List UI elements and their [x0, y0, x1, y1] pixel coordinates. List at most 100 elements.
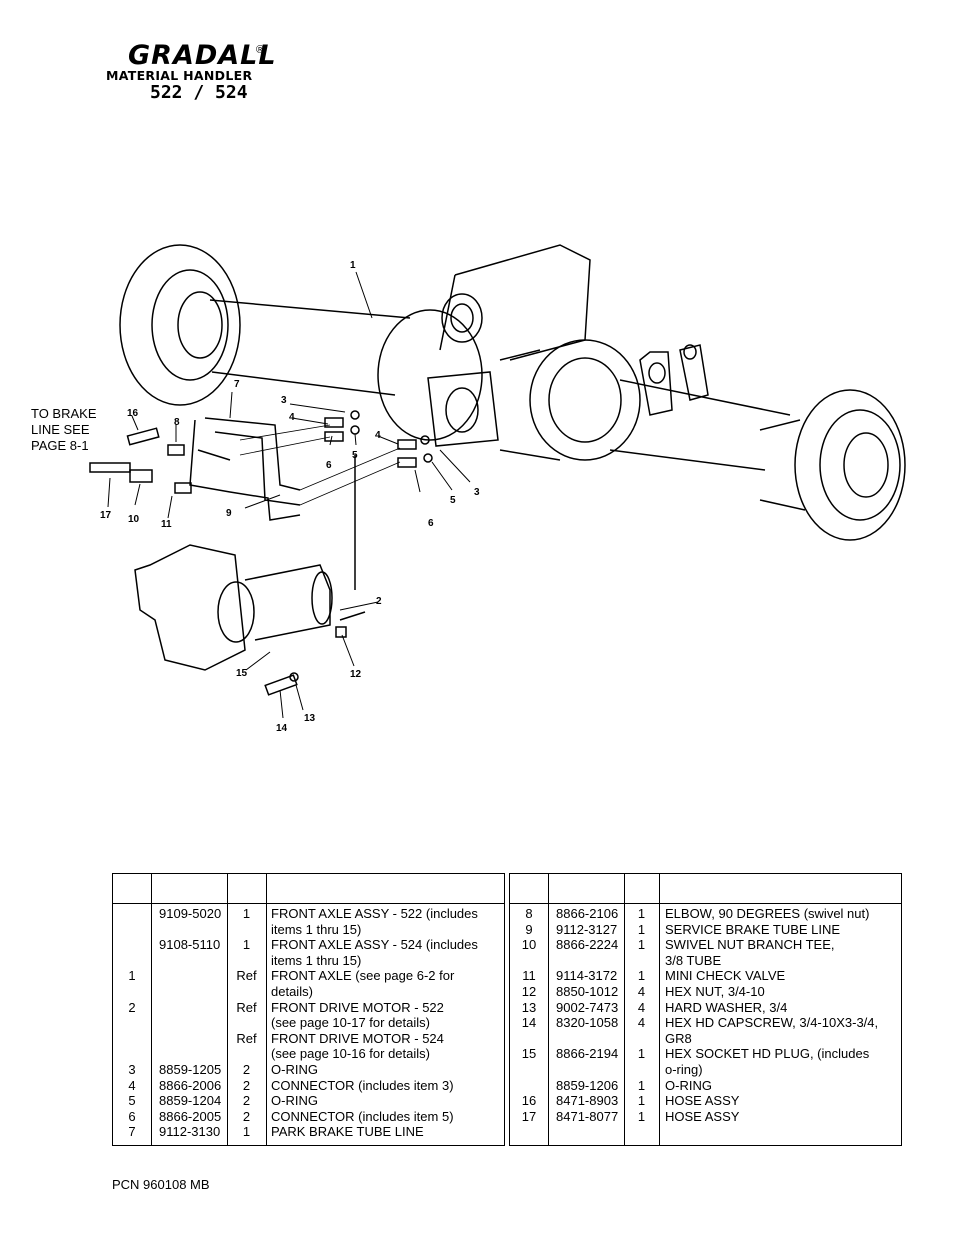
table-row: items 1 thru 15) — [113, 922, 504, 938]
callout-16: 16 — [127, 408, 139, 419]
product-line: MATERIAL HANDLER — [106, 68, 253, 83]
item-number-cell: 4 — [128, 1077, 136, 1093]
table-header-row — [510, 874, 901, 904]
description-cell: HARD WASHER, 3/4 — [665, 999, 788, 1015]
registered-mark: ® — [256, 44, 265, 56]
description-cell: items 1 thru 15) — [271, 952, 362, 968]
motor-mount-plate — [427, 371, 499, 447]
item-number-cell: 15 — [521, 1046, 537, 1062]
part-number-cell: 8866-2005 — [159, 1108, 222, 1124]
callout-11: 11 — [161, 519, 172, 530]
quantity-cell: 1 — [637, 1077, 646, 1093]
callout-17: 17 — [100, 510, 112, 521]
description-cell: O-RING — [271, 1061, 318, 1077]
table-row: 9109-5020 1 FRONT AXLE ASSY - 522 (include… — [113, 906, 504, 922]
description-cell: MINI CHECK VALVE — [665, 968, 786, 984]
description-cell: (see page 10-16 for details) — [271, 1046, 430, 1062]
callout-4b: 4 — [375, 430, 381, 441]
item-number-cell: 1 — [128, 968, 136, 984]
item-number-cell: 2 — [128, 999, 136, 1015]
quantity-cell: 1 — [637, 921, 646, 937]
callout-2: 2 — [376, 596, 382, 607]
part-number-cell: 9002-7473 — [556, 999, 619, 1015]
callout-6b: 6 — [428, 518, 434, 529]
description-cell: (see page 10-17 for details) — [271, 1015, 430, 1031]
model-numbers: 522 / 524 — [150, 82, 248, 103]
description-cell: PARK BRAKE TUBE LINE — [271, 1124, 424, 1140]
description-cell: FRONT DRIVE MOTOR - 524 — [271, 1030, 444, 1046]
description-cell: CONNECTOR (includes item 5) — [271, 1108, 454, 1124]
item-number-cell: 14 — [521, 1015, 537, 1031]
parts-rows-left: 9109-5020 1 FRONT AXLE ASSY - 522 (include… — [113, 906, 504, 1140]
part-number-cell: 8866-2194 — [556, 1046, 619, 1062]
part-number-cell: 9112-3130 — [159, 1124, 221, 1140]
quantity-cell: 1 — [242, 906, 251, 921]
part-number-cell: 9109-5020 — [159, 906, 222, 921]
description-cell: HEX SOCKET HD PLUG, (includes — [665, 1046, 870, 1062]
quantity-cell: 2 — [242, 1108, 251, 1124]
table-row: 11 9114-3172 1 MINI CHECK VALVE — [510, 968, 901, 984]
quantity-cell: 1 — [637, 968, 646, 984]
item-number-cell: 17 — [521, 1108, 537, 1124]
left-wheel-hub — [119, 244, 241, 406]
description-cell: FRONT AXLE (see page 6-2 for — [271, 968, 455, 984]
quantity-cell: 1 — [637, 1093, 646, 1109]
callout-14: 14 — [276, 723, 288, 734]
parts-panel-left: 9109-5020 1 FRONT AXLE ASSY - 522 (include… — [112, 873, 505, 1146]
part-number-cell: 8859-1204 — [159, 1093, 222, 1109]
brake-note-line: TO BRAKE — [31, 406, 97, 421]
description-cell: CONNECTOR (includes item 3) — [271, 1077, 454, 1093]
item-number-cell: 5 — [128, 1093, 136, 1109]
brand-name: GRADALL — [128, 40, 277, 71]
front-drive-motor — [134, 455, 366, 696]
left-axle-tube — [209, 299, 411, 396]
table-row: (see page 10-16 for details) — [113, 1046, 504, 1062]
part-number-cell: 8471-8077 — [556, 1108, 619, 1124]
table-row: 6 8866-2005 2 CONNECTOR (includes item 5) — [113, 1109, 504, 1125]
item-number-cell: 16 — [521, 1093, 537, 1109]
description-cell: O-RING — [665, 1077, 712, 1093]
axle-mount-brackets — [639, 344, 709, 416]
table-row: o-ring) — [510, 1062, 901, 1078]
description-cell: HOSE ASSY — [665, 1108, 740, 1124]
description-cell: o-ring) — [665, 1061, 703, 1077]
callout-7: 7 — [234, 379, 240, 390]
item-number-cell: 3 — [128, 1061, 136, 1077]
quantity-cell: 1 — [637, 1046, 646, 1062]
item-number-cell: 11 — [522, 968, 536, 984]
quantity-cell: 1 — [637, 1108, 646, 1124]
callout-labels: 1 2 3 3 4 4 5 5 6 6 7 8 9 10 11 12 13 14… — [100, 260, 480, 734]
description-cell: HEX NUT, 3/4-10 — [665, 983, 765, 999]
description-cell: GR8 — [665, 1030, 692, 1046]
quantity-cell: 1 — [242, 1124, 251, 1140]
table-row: 1 Ref FRONT AXLE (see page 6-2 for — [113, 968, 504, 984]
description-cell: FRONT AXLE ASSY - 522 (includes — [271, 906, 478, 921]
axle-center-housing — [377, 244, 641, 461]
callout-3a: 3 — [281, 395, 287, 406]
brake-note-line: PAGE 8-1 — [31, 438, 89, 453]
description-cell: SERVICE BRAKE TUBE LINE — [665, 921, 841, 937]
quantity-cell: Ref — [236, 968, 257, 984]
item-number-cell: 7 — [128, 1124, 136, 1140]
quantity-cell: 4 — [637, 983, 646, 999]
callout-3b: 3 — [474, 487, 480, 498]
callout-4a: 4 — [289, 412, 295, 423]
quantity-cell: 2 — [242, 1077, 251, 1093]
item-number-cell: 6 — [128, 1108, 136, 1124]
part-number-cell: 8320-1058 — [556, 1015, 619, 1031]
right-axle-tube — [609, 379, 791, 471]
part-number-cell: 9114-3172 — [556, 968, 618, 984]
callout-12: 12 — [350, 669, 362, 680]
quantity-cell: 2 — [242, 1061, 251, 1077]
